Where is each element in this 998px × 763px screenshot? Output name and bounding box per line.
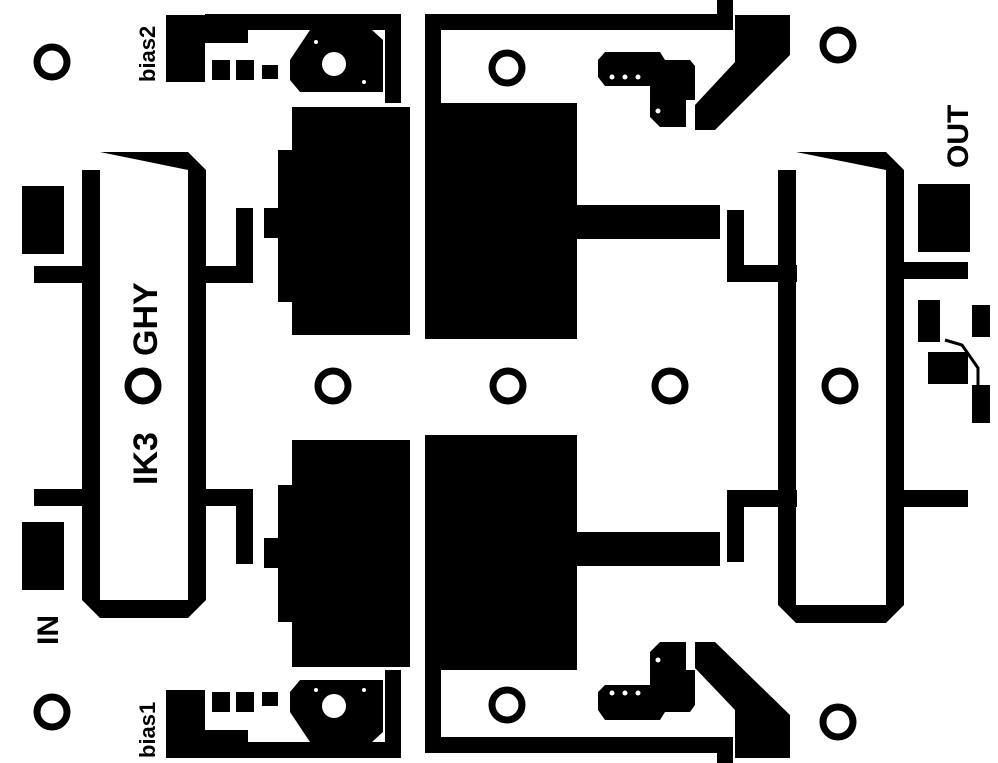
drain-pad-bottom bbox=[425, 435, 577, 670]
bottom-right-pad-diagonal bbox=[695, 642, 790, 758]
output-feed-top-v bbox=[727, 210, 744, 282]
gate-feed-bottom-h bbox=[188, 489, 250, 506]
gate-pad-bottom bbox=[278, 440, 410, 667]
mounting-hole-icon bbox=[488, 49, 526, 87]
mounting-hole-icon bbox=[819, 703, 857, 741]
top-amplifier-stage bbox=[264, 0, 733, 339]
drain-pad-top bbox=[425, 103, 577, 339]
output-smd-link bbox=[944, 338, 980, 388]
drain-bias-trace-top bbox=[425, 0, 733, 103]
bias1-pad bbox=[166, 690, 248, 758]
bias2-smd-3 bbox=[262, 65, 278, 79]
bias2-label: bias2 bbox=[135, 26, 160, 82]
output-balun-loop bbox=[778, 152, 904, 623]
gate-feed-top-v bbox=[236, 208, 253, 283]
bias1-smd-2 bbox=[236, 692, 254, 712]
drain-bias-trace-bottom bbox=[425, 670, 733, 763]
output-smd-3 bbox=[928, 352, 968, 384]
bias1-smd-1 bbox=[212, 692, 230, 712]
top-right-pad-diagonal bbox=[695, 15, 790, 130]
input-pad-top bbox=[22, 186, 64, 254]
bias2-network bbox=[166, 14, 401, 103]
output-stub-top bbox=[886, 262, 968, 279]
drain-line-top bbox=[577, 205, 720, 239]
top-right-pad-a bbox=[598, 52, 695, 127]
in-label: IN bbox=[32, 615, 65, 645]
bias2-trace bbox=[205, 14, 401, 103]
output-smd-1 bbox=[918, 300, 940, 342]
bias2-smd-2 bbox=[236, 60, 254, 80]
bias1-network bbox=[166, 670, 401, 758]
bias1-trace bbox=[205, 670, 401, 758]
callsign-top-label: GHY bbox=[127, 282, 165, 356]
mounting-hole-icon bbox=[33, 43, 71, 81]
gate-feed-bottom-v bbox=[236, 489, 253, 564]
output-feed-bottom-v bbox=[727, 490, 744, 562]
output-smd-4 bbox=[972, 385, 990, 423]
bottom-right-pad-a bbox=[598, 642, 695, 720]
output-feed-bottom-h bbox=[727, 490, 797, 507]
bottom-right-pads bbox=[598, 642, 790, 758]
mounting-hole-icon bbox=[33, 693, 71, 731]
transistor-pad-icon bbox=[322, 52, 346, 76]
input-balun-loop bbox=[82, 152, 206, 618]
output-smd-network bbox=[918, 300, 990, 423]
mounting-hole-icon bbox=[819, 26, 857, 64]
output-section bbox=[727, 152, 970, 623]
input-stub-top bbox=[34, 266, 100, 283]
drain-line-bottom bbox=[577, 532, 720, 566]
input-pad-bottom bbox=[22, 522, 64, 590]
input-section bbox=[22, 152, 253, 618]
top-right-pads bbox=[598, 15, 790, 130]
bias2-pad bbox=[166, 15, 248, 82]
mounting-hole-icon bbox=[651, 367, 689, 405]
output-smd-2 bbox=[972, 305, 990, 337]
mounting-hole-icon bbox=[314, 367, 352, 405]
callsign-bottom-label: IK3 bbox=[127, 432, 165, 485]
gate-tab-top bbox=[264, 208, 282, 238]
output-feed-top-h bbox=[727, 265, 797, 282]
transistor-pad-icon bbox=[322, 694, 346, 718]
bias1-smd-3 bbox=[262, 692, 278, 706]
mounting-hole-icon bbox=[488, 686, 526, 724]
mounting-hole-icon bbox=[821, 367, 859, 405]
gate-pad-top bbox=[278, 107, 410, 335]
mounting-holes bbox=[33, 26, 859, 741]
out-label: OUT bbox=[942, 105, 975, 168]
gate-feed-top-h bbox=[188, 266, 250, 283]
mounting-hole-icon bbox=[489, 367, 527, 405]
input-stub-bottom bbox=[34, 489, 100, 506]
bias2-smd-1 bbox=[212, 60, 230, 80]
output-stub-bottom bbox=[886, 490, 968, 507]
mounting-hole-icon bbox=[124, 367, 162, 405]
bias1-label: bias1 bbox=[135, 702, 160, 758]
output-pad bbox=[918, 184, 970, 252]
bottom-amplifier-stage bbox=[264, 435, 733, 763]
gate-tab-bottom bbox=[264, 538, 282, 568]
